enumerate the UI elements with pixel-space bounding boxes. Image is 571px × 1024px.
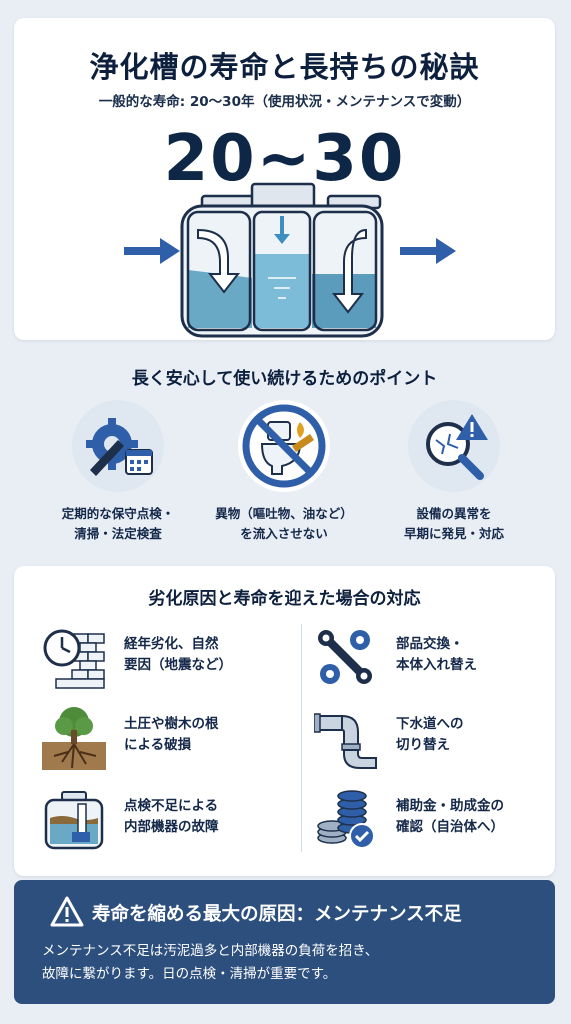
point-label-line1: 設備の異常を — [416, 506, 492, 521]
warning-icon — [50, 896, 84, 927]
point-label-line1: 異物（嘔吐物、油など） — [215, 506, 353, 521]
response-label-line1: 補助金・助成金の — [396, 798, 504, 814]
magnifier-alert-icon — [408, 400, 500, 492]
footer-body-line2: 故障に繋がります。日の点検・清掃が重要です。 — [42, 966, 337, 982]
cause-label-line1: 土圧や樹木の根 — [124, 716, 219, 732]
cause-item-inspection: 点検不足による 内部機器の故障 — [42, 788, 292, 858]
column-divider — [301, 624, 302, 852]
lifespan-subtitle: 一般的な寿命: 20〜30年（使用状況・メンテナンスで変動） — [98, 94, 471, 110]
point-label-line2: を流入させない — [240, 526, 328, 541]
coins-check-icon — [317, 790, 375, 849]
cause-item-roots: 土圧や樹木の根 による破損 — [42, 706, 292, 776]
clock-brick-icon — [43, 629, 105, 689]
no-toilet-oil-icon — [238, 400, 330, 492]
point-item-early-detection: 設備の異常を 早期に発見・対応 — [364, 400, 544, 544]
cause-label-line1: 経年劣化、自然 — [124, 636, 219, 652]
cause-item-aging: 経年劣化、自然 要因（地震など） — [42, 626, 292, 696]
response-label-line2: 確認（自治体へ） — [396, 819, 504, 835]
causes-title: 劣化原因と寿命を迎えた場合の対応 — [148, 589, 421, 609]
response-label-line2: 切り替え — [396, 737, 450, 753]
point-item-no-foreign: 異物（嘔吐物、油など） を流入させない — [194, 400, 374, 544]
response-label-line1: 部品交換・ — [396, 636, 464, 652]
inflow-arrow-icon — [124, 238, 180, 264]
cause-label-line2: 要因（地震など） — [124, 657, 232, 673]
response-item-subsidy: 補助金・助成金の 確認（自治体へ） — [314, 788, 544, 858]
cause-label-line2: 内部機器の故障 — [124, 819, 219, 835]
response-label-line2: 本体入れ替え — [396, 657, 477, 673]
tank-equipment-icon — [44, 791, 104, 850]
pipe-icon — [314, 713, 377, 769]
outflow-arrow-icon — [400, 238, 456, 264]
response-item-sewer: 下水道への 切り替え — [314, 706, 544, 776]
causes-card: 劣化原因と寿命を迎えた場合の対応 経年劣化、自然 要因（地震など） — [14, 566, 555, 876]
tree-roots-icon — [42, 707, 106, 770]
points-section: 長く安心して使い続けるためのポイント 定期的な保守点検・ — [14, 348, 555, 556]
gear-wrench-calendar-icon — [72, 400, 164, 492]
point-item-maintenance: 定期的な保守点検・ 清掃・法定検査 — [28, 400, 208, 544]
point-label-line2: 早期に発見・対応 — [403, 526, 504, 541]
response-label-line1: 下水道への — [396, 716, 464, 732]
point-label-line1: 定期的な保守点検・ — [61, 506, 175, 521]
cause-label-line2: による破損 — [124, 737, 192, 753]
page-title: 浄化槽の寿命と長持ちの秘訣 — [89, 50, 480, 84]
response-item-replace: 部品交換・ 本体入れ替え — [314, 626, 544, 696]
warning-footer: 寿命を縮める最大の原因：メンテナンス不足 メンテナンス不足は汚泥過多と内部機器の… — [14, 880, 555, 1004]
footer-body-line1: メンテナンス不足は汚泥過多と内部機器の負荷を招き、 — [42, 943, 379, 959]
wrench-gears-icon — [318, 630, 372, 684]
septic-tank-icon — [180, 182, 384, 338]
points-title: 長く安心して使い続けるためのポイント — [131, 369, 438, 389]
footer-title: 寿命を縮める最大の原因：メンテナンス不足 — [92, 904, 462, 925]
cause-label-line1: 点検不足による — [124, 798, 219, 814]
point-label-line2: 清掃・法定検査 — [74, 526, 162, 541]
